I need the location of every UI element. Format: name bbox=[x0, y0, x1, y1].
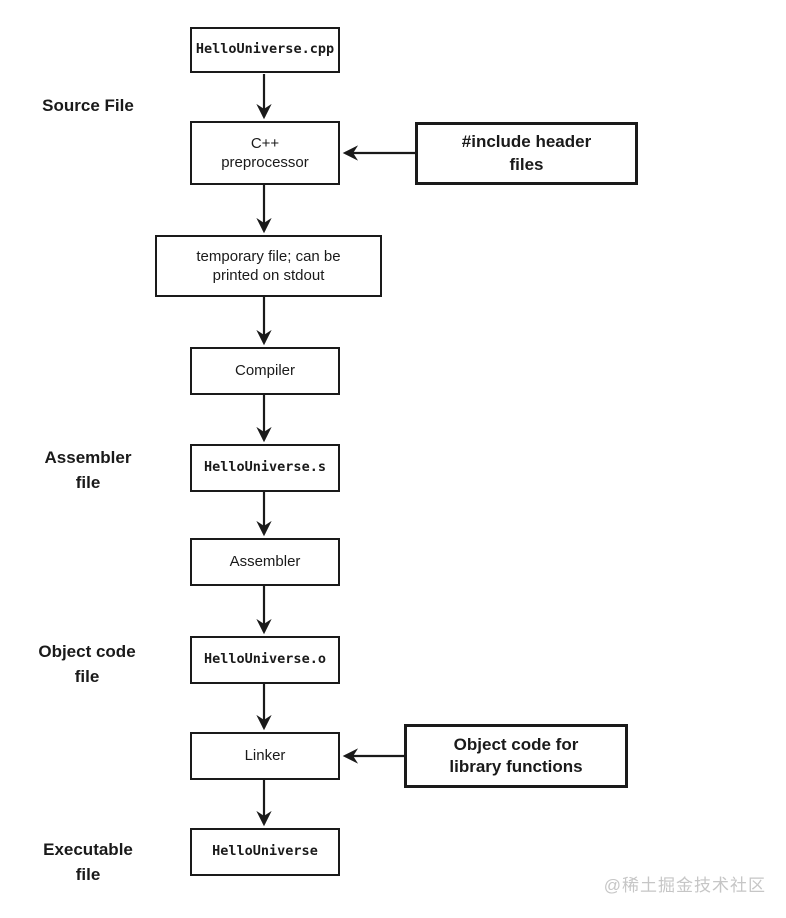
watermark-text: @稀土掘金技术社区 bbox=[603, 876, 766, 895]
node-source-file: HelloUniverse.cpp bbox=[190, 27, 340, 73]
stage-label-source-file: Source File bbox=[42, 96, 134, 115]
node-linker: Linker bbox=[190, 732, 340, 780]
node-assembler: Assembler bbox=[190, 538, 340, 586]
node-include-header-files: #include header files bbox=[415, 122, 638, 185]
node-library-object-code: Object code for library functions bbox=[404, 724, 628, 788]
node-executable: HelloUniverse bbox=[190, 828, 340, 876]
stage-label-assembler-file: Assembler file bbox=[44, 448, 132, 492]
node-compiler: Compiler bbox=[190, 347, 340, 395]
node-temporary-file: temporary file; can be printed on stdout bbox=[155, 235, 382, 297]
node-assembly-file: HelloUniverse.s bbox=[190, 444, 340, 492]
stage-label-executable-file: Executable file bbox=[43, 840, 133, 884]
node-object-file: HelloUniverse.o bbox=[190, 636, 340, 684]
node-preprocessor: C++ preprocessor bbox=[190, 121, 340, 185]
stage-label-object-code-file: Object code file bbox=[38, 642, 136, 686]
